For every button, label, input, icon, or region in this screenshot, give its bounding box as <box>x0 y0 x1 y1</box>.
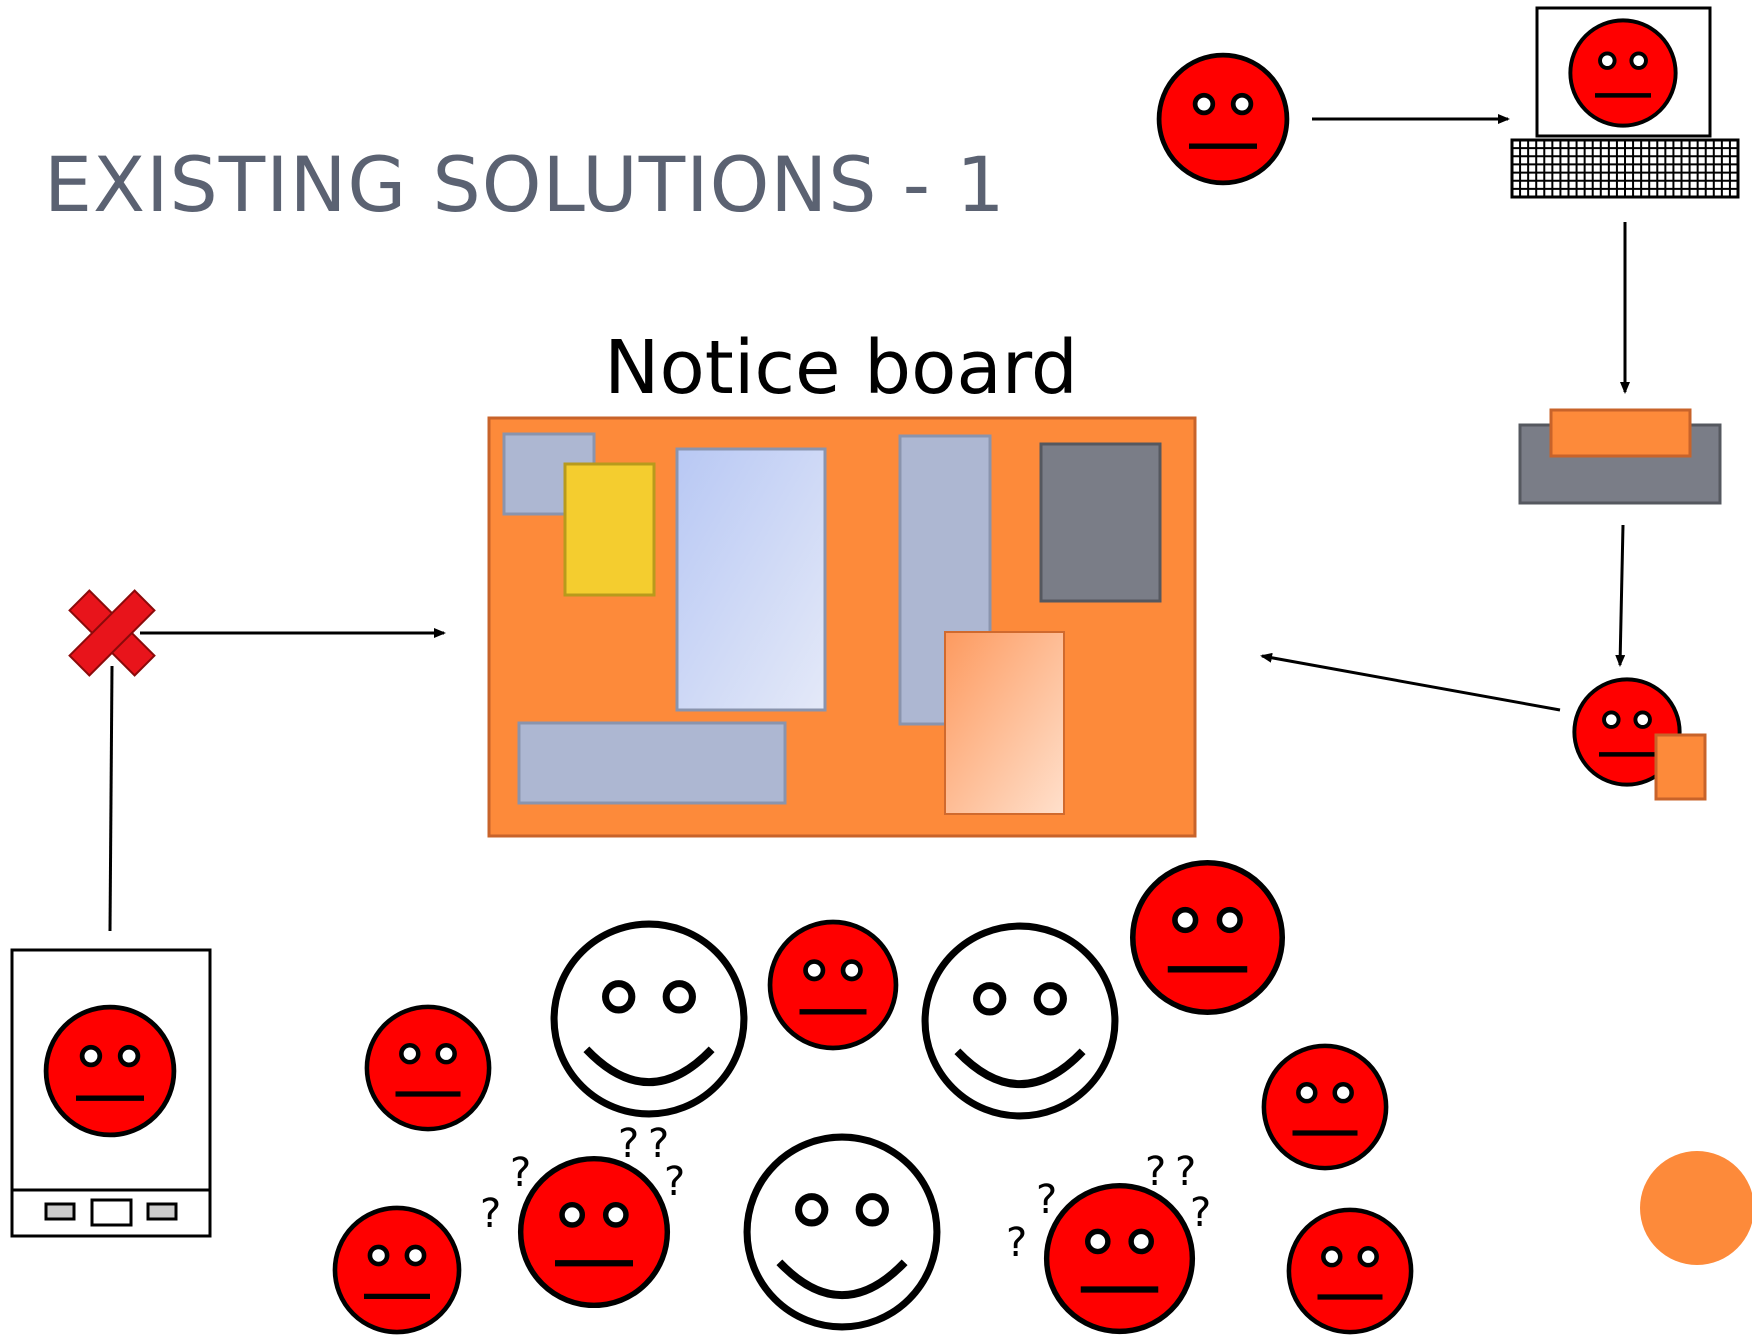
question-mark: ? <box>510 1150 531 1196</box>
question-mark: ? <box>1190 1190 1211 1236</box>
connector-phone-to-cross <box>108 665 114 932</box>
sad-face-3 <box>367 1007 489 1129</box>
question-mark: ? <box>1145 1149 1166 1195</box>
question-marks-1: ? ? ? ? ? <box>480 1121 685 1237</box>
slide-title: EXISTING SOLUTIONS - 1 <box>44 140 1006 229</box>
sad-face-5 <box>335 1208 459 1332</box>
sad-face-6 <box>1289 1210 1411 1332</box>
question-mark: ? <box>664 1159 685 1205</box>
sad-face-1 <box>770 922 896 1048</box>
note-dark <box>1039 442 1162 603</box>
happy-face-2 <box>925 926 1115 1116</box>
note-peach <box>944 631 1065 815</box>
sad-face-with-poster <box>1574 679 1707 801</box>
printer-icon <box>1518 408 1722 505</box>
cross-icon <box>68 589 156 677</box>
sad-face-4 <box>1264 1046 1386 1168</box>
question-mark: ? <box>480 1191 501 1237</box>
question-mark: ? <box>618 1121 639 1167</box>
arrow-to-board <box>1260 652 1561 712</box>
note-blue <box>675 447 827 712</box>
note-gray-wide <box>517 721 787 805</box>
sad-face-sender <box>1159 55 1287 183</box>
question-mark: ? <box>1036 1177 1057 1223</box>
note-yellow <box>563 462 656 597</box>
notice-board <box>487 416 1197 838</box>
sad-face-confused-2 <box>1047 1186 1193 1332</box>
happy-face-1 <box>554 924 744 1114</box>
sad-face-2 <box>1133 863 1282 1012</box>
question-marks-2: ? ? ? ? ? <box>1006 1149 1211 1266</box>
computer-icon <box>1510 6 1740 199</box>
question-mark: ? <box>1175 1149 1196 1195</box>
phone-icon <box>10 948 212 1238</box>
sad-face-confused-1 <box>521 1159 668 1306</box>
accent-circle <box>1640 1151 1752 1265</box>
happy-face-3 <box>747 1137 937 1327</box>
question-mark: ? <box>1006 1220 1027 1266</box>
notice-board-label: Notice board <box>604 325 1078 411</box>
question-mark: ? <box>648 1121 669 1167</box>
arrow-to-poster <box>1615 524 1626 667</box>
